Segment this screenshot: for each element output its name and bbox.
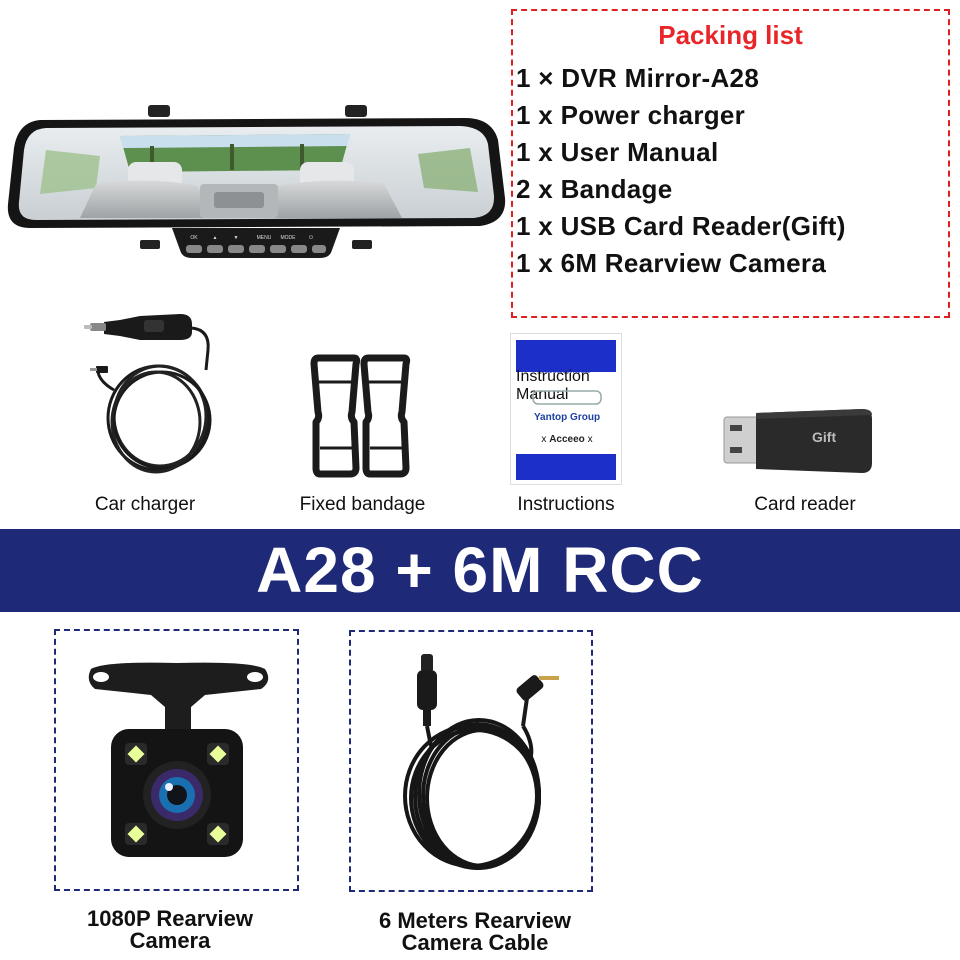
banner-title: A28 + 6M RCC [256, 534, 704, 606]
acceeo-logo: Acceeo [549, 434, 585, 445]
manual-icon: Instruction Manual Instruction Manual Ya… [510, 333, 622, 485]
manual-header-label: Instruction Manual [541, 369, 591, 375]
packing-list-item: 1 x User Manual [516, 137, 719, 167]
rearview-camera-label-line1: 1080P Rearview [87, 906, 253, 931]
camera-cable-label-line2: Camera Cable [401, 930, 549, 955]
mirror-btn-label: MODE [281, 235, 297, 241]
packing-list-item: 1 x Power charger [516, 100, 746, 130]
car-charger-icon [80, 310, 220, 485]
manual-header-band: Instruction Manual [516, 340, 616, 403]
manual-brand: Yantop Group [533, 412, 601, 423]
mirror-btn-label: ▲ [213, 235, 218, 241]
bandage-icon [310, 352, 415, 480]
accessory-label-card-reader: Card reader [754, 494, 856, 515]
cable-icon [403, 654, 559, 870]
card-reader-icon: Gift [720, 405, 875, 477]
packing-list-item: 1 x 6M Rearview Camera [516, 248, 827, 278]
mirror-btn-label: MENU [257, 235, 272, 241]
rearview-camera-frame [54, 629, 299, 891]
rearview-camera-label: 1080P Rearview Camera [40, 908, 300, 952]
accessory-label-instructions: Instructions [517, 494, 615, 515]
camera-cable-frame [349, 630, 593, 892]
rearview-camera-icon [88, 662, 269, 857]
mirror-dvr: OK ▲ ▼ MENU MODE ⏻ [0, 100, 510, 270]
manual-footer-band [516, 454, 616, 480]
mirror-btn-label: ▼ [234, 235, 239, 241]
accessory-label-fixed-bandage: Fixed bandage [299, 494, 426, 515]
packing-list-item: 1 × DVR Mirror-A28 [516, 63, 760, 93]
logo-x: x [541, 434, 547, 445]
manual-mirror-sketch [532, 390, 602, 405]
camera-cable-label: 6 Meters Rearview Camera Cable [340, 910, 610, 954]
packing-list-title: Packing list [658, 20, 803, 50]
rearview-camera-label-line2: Camera [129, 928, 211, 953]
packing-list-item: 2 x Bandage [516, 174, 673, 204]
packing-list-box: Packing list 1 × DVR Mirror-A28 1 x Powe… [511, 9, 950, 318]
mirror-btn-label: ⏻ [309, 235, 313, 241]
accessory-label-car-charger: Car charger [94, 494, 196, 515]
packing-list-items: 1 × DVR Mirror-A28 1 x Power charger 1 x… [516, 60, 846, 282]
mirror-btn-label: OK [190, 235, 198, 241]
camera-cable-label-line1: 6 Meters Rearview [379, 908, 571, 933]
manual-logos: x Acceeo x [515, 434, 619, 445]
card-reader-gift-text: Gift [812, 429, 837, 445]
logo-x: x [587, 434, 593, 445]
mirror-dvr-image: OK ▲ ▼ MENU MODE ⏻ [7, 105, 506, 258]
packing-list-item: 1 x USB Card Reader(Gift) [516, 211, 846, 241]
product-banner: A28 + 6M RCC [0, 529, 960, 612]
